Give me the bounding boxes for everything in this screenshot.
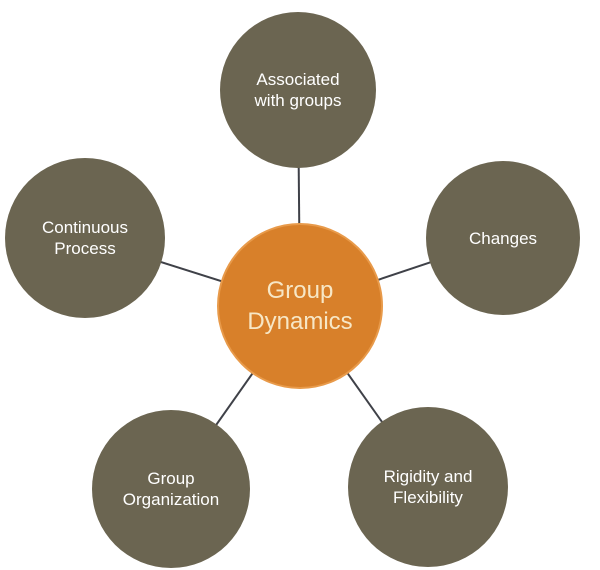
node-rigidity-and-flexibility: Rigidity and Flexibility (348, 407, 508, 567)
node-group-organization: Group Organization (92, 410, 250, 568)
center-node-group-dynamics: Group Dynamics (217, 223, 383, 389)
node-label: Changes (468, 228, 538, 248)
node-label: Rigidity and Flexibility (383, 467, 473, 507)
node-label: Associated with groups (254, 70, 342, 110)
node-label: Group Organization (122, 469, 220, 509)
node-label: Continuous Process (41, 218, 128, 258)
node-changes: Changes (426, 161, 580, 315)
node-associated-with-groups: Associated with groups (220, 12, 376, 168)
center-label: Group Dynamics (247, 277, 353, 335)
node-continuous-process: Continuous Process (5, 158, 165, 318)
